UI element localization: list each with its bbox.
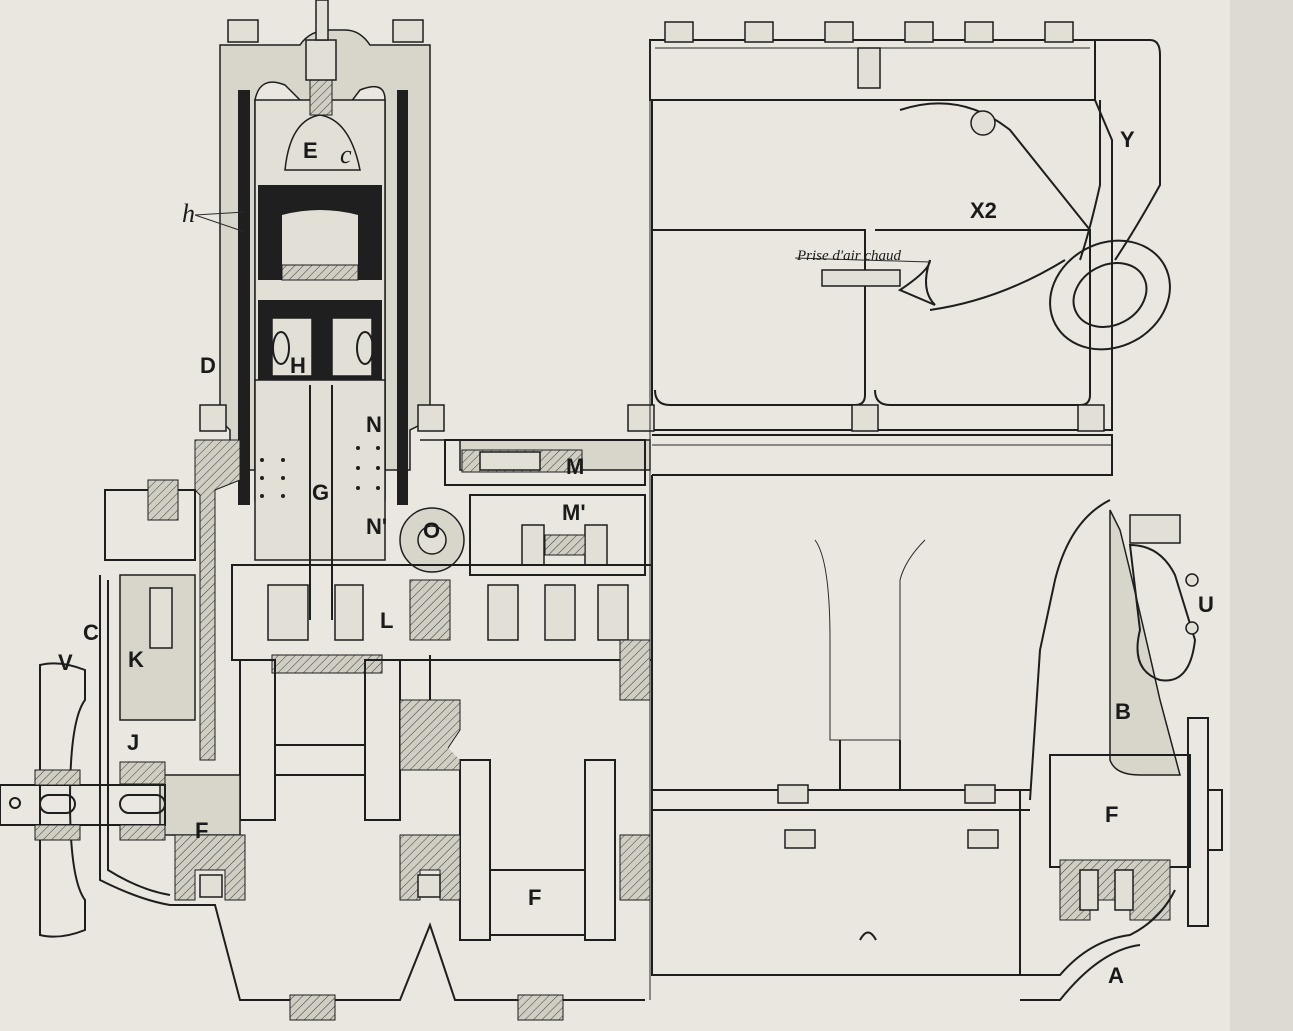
- label-D: D: [200, 353, 216, 378]
- label-U: U: [1198, 592, 1214, 617]
- main-shaft-F: [159, 774, 241, 836]
- paper-edge: [1230, 0, 1293, 1031]
- label-N: N: [366, 412, 382, 437]
- label-h: h: [182, 199, 195, 228]
- label-F-right: F: [1105, 802, 1118, 827]
- piston-upper-h: [258, 185, 382, 280]
- crank-pin-F: [489, 869, 586, 936]
- engine-block-exterior: [627, 21, 1223, 1001]
- label-L: L: [380, 608, 393, 633]
- label-G: G: [312, 480, 329, 505]
- label-M: M: [566, 454, 584, 479]
- warm-air-pipe: [821, 269, 901, 287]
- label-E: E: [303, 138, 318, 163]
- part-labels: E c h D H N N' G M M' O C K L V J F F F …: [58, 127, 1214, 988]
- label-A: A: [1108, 963, 1124, 988]
- magneto-u: [1128, 514, 1199, 682]
- cylinder-section: [199, 0, 445, 620]
- pulley-V: [39, 662, 86, 938]
- leader-h-1: [194, 211, 246, 216]
- label-H: H: [290, 353, 306, 378]
- head-bolts: [664, 21, 1074, 89]
- label-F-left: F: [195, 818, 208, 843]
- label-C: C: [83, 620, 99, 645]
- label-N-prime: N': [366, 514, 387, 539]
- valve-stem: [309, 79, 333, 116]
- exhaust-flange: [1049, 239, 1171, 351]
- leader-h-2: [194, 214, 246, 233]
- label-O: O: [423, 518, 440, 543]
- gear-J: [119, 761, 166, 785]
- label-F-bottom: F: [528, 885, 541, 910]
- label-Y: Y: [1120, 127, 1135, 152]
- label-K: K: [128, 647, 144, 672]
- manifold-stud: [970, 110, 996, 136]
- label-J: J: [127, 730, 139, 755]
- label-M-prime: M': [562, 500, 586, 525]
- annotation-prise-air: Prise d'air chaud: [796, 248, 902, 264]
- label-c: c: [340, 140, 352, 169]
- label-V: V: [58, 650, 73, 675]
- crankcase-section: [0, 439, 653, 1021]
- label-X2: X2: [970, 198, 997, 223]
- liner-ports: [260, 446, 380, 498]
- piston-window-left: [271, 317, 313, 377]
- cam-L: [409, 579, 451, 641]
- label-B: B: [1115, 699, 1131, 724]
